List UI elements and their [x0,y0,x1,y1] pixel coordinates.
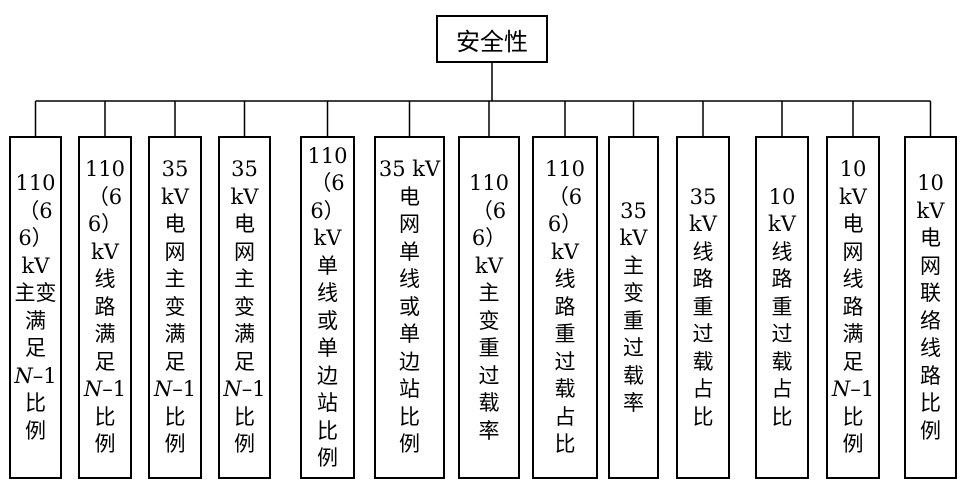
root-node-label: 安全性 [456,27,528,56]
root-node: 安全性 [436,15,548,63]
